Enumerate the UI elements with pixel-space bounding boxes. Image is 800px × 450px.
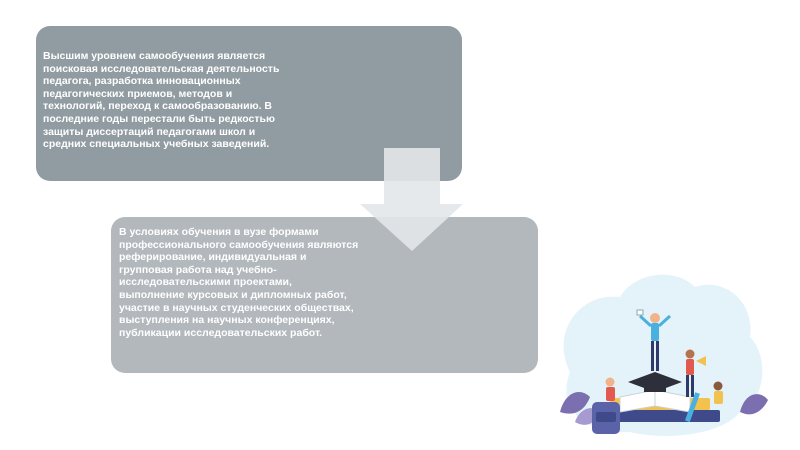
students-on-books-illustration [560,274,768,436]
bottom-text: В условиях обучения в вузе формами профе… [119,226,359,339]
bottom-text-block: В условиях обучения в вузе формами профе… [111,217,538,373]
top-text: Высшим уровнем самообучения является пои… [43,50,280,151]
top-text-block: Высшим уровнем самообучения является пои… [36,26,462,181]
